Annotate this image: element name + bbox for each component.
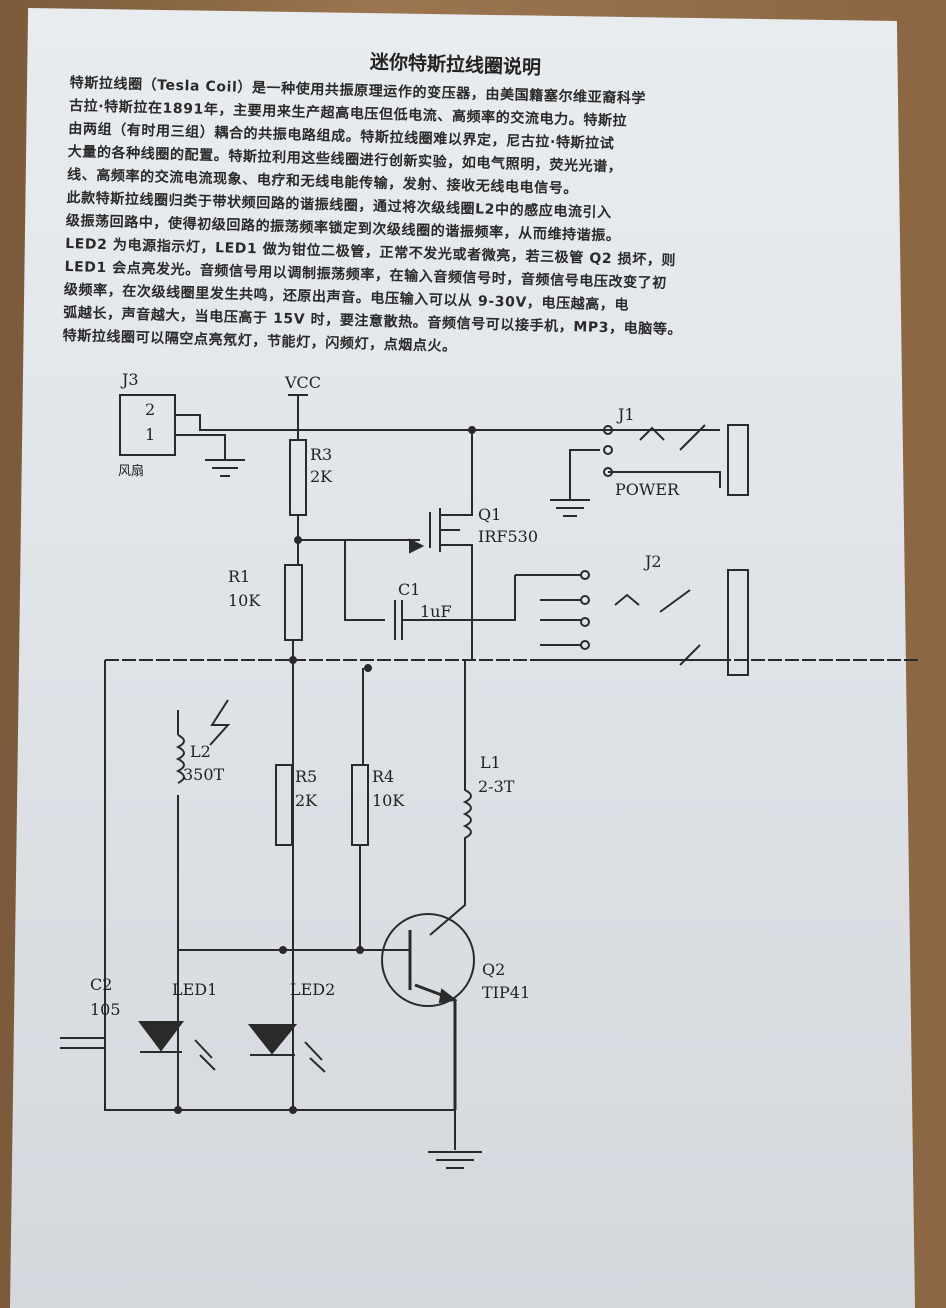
r5-label: R5 — [295, 767, 317, 786]
inductor-l2 — [175, 710, 185, 1110]
c2-value: 105 — [90, 1000, 121, 1019]
r3-label: R3 — [310, 445, 332, 464]
j1-label: J1 — [616, 405, 635, 424]
q1-value: IRF530 — [478, 527, 538, 546]
q1-label: Q1 — [478, 505, 501, 524]
r1-value: 10K — [228, 591, 261, 610]
inductor-l1 — [429, 660, 472, 936]
l2-value: 350T — [183, 765, 225, 784]
j3-connector: J3 2 1 风扇 — [118, 370, 245, 479]
led2-label: LED2 — [290, 980, 335, 999]
fan-label: 风扇 — [118, 463, 144, 479]
resistor-r4 — [351, 764, 369, 846]
led1-label: LED1 — [172, 980, 217, 999]
j2-label: J2 — [643, 552, 662, 571]
l1-value: 2-3T — [478, 777, 515, 796]
resistor-r3 — [289, 439, 307, 516]
j3-pin2-label: 2 — [145, 400, 155, 419]
transistor-q2: Q2 TIP41 — [381, 913, 530, 1110]
l2-label: L2 — [190, 742, 211, 761]
q2-value: TIP41 — [482, 983, 530, 1002]
j2-audio-jack: J2 — [472, 552, 749, 676]
j1-power-jack: J1 POWER — [472, 405, 749, 517]
paper-sheet — [10, 8, 915, 1308]
mosfet-q1: Q1 IRF530 — [429, 430, 538, 660]
ground-icon — [205, 459, 245, 477]
c1-label: C1 — [398, 580, 420, 599]
capacitor-c2 — [60, 1037, 105, 1049]
vcc-label: VCC — [284, 373, 321, 392]
led1: LED1 — [138, 980, 217, 1071]
resistor-r1 — [284, 564, 303, 641]
r3-value: 2K — [310, 467, 333, 486]
vcc-rail — [175, 414, 720, 431]
j3-pin1-label: 1 — [145, 425, 155, 444]
c2-label: C2 — [90, 975, 112, 994]
led2: LED2 — [247, 980, 335, 1073]
capacitor-c1 — [344, 540, 472, 640]
c1-value: 1uF — [420, 602, 452, 621]
j3-label: J3 — [120, 370, 139, 389]
q2-label: Q2 — [482, 960, 505, 979]
r5-value: 2K — [295, 791, 318, 810]
r4-value: 10K — [372, 791, 405, 810]
lightning-icon — [209, 699, 231, 746]
ground-icon — [428, 1110, 482, 1169]
power-label: POWER — [615, 480, 680, 499]
resistor-r5 — [275, 764, 293, 846]
l1-label: L1 — [480, 753, 501, 772]
r1-label: R1 — [228, 567, 250, 586]
r4-label: R4 — [372, 767, 394, 786]
